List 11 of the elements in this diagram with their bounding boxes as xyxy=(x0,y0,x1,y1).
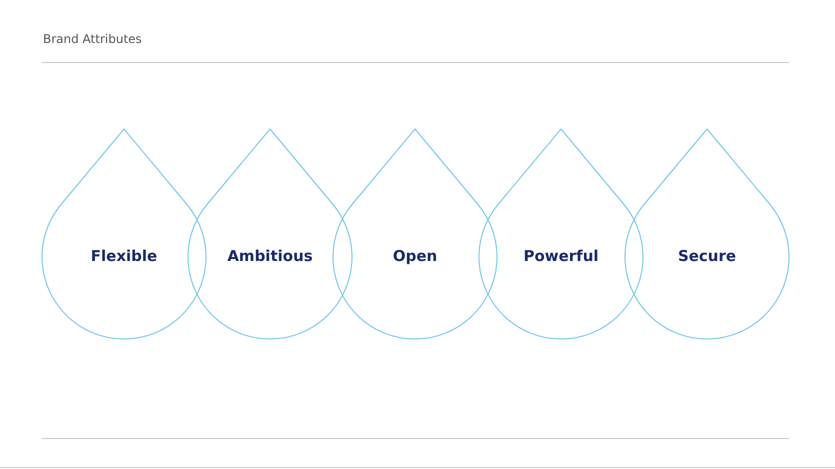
drop-shape xyxy=(624,128,790,340)
drop-shape xyxy=(187,128,353,340)
drop-shape xyxy=(332,128,498,340)
attribute-label: Open xyxy=(392,247,438,265)
attribute-label: Powerful xyxy=(522,247,600,265)
attribute-label: Secure xyxy=(676,247,738,265)
drop-shape xyxy=(478,128,644,340)
attribute-label: Flexible xyxy=(90,247,158,265)
page-title: Brand Attributes xyxy=(43,32,142,46)
attribute-label: Ambitious xyxy=(226,247,314,265)
drop-shape xyxy=(41,128,207,340)
